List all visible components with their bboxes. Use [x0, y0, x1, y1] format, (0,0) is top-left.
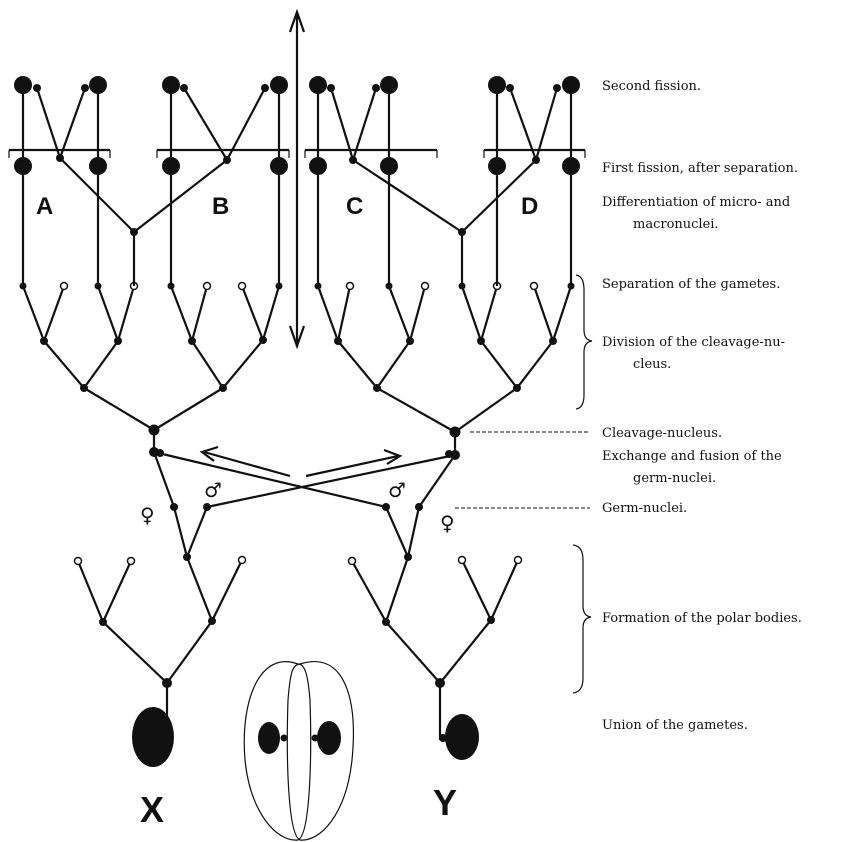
label-division-line2: cleus. [633, 357, 671, 372]
right-polar-tree [349, 503, 522, 740]
male-symbol-left: ♂ [204, 478, 222, 502]
label-cleavage-nucleus: Cleavage-nucleus. [602, 426, 722, 441]
label-polar-bodies: Formation of the polar bodies. [602, 611, 802, 626]
female-symbol-right: ♀ [440, 511, 455, 535]
label-differentiation-line2: macronuclei. [633, 217, 719, 232]
label-first-fission: First fission, after separation. [602, 161, 798, 176]
left-cleavage-tree [20, 158, 283, 452]
letter-y: Y [433, 782, 457, 823]
label-division-line1: Division of the cleavage-nu- [602, 335, 785, 350]
letter-b: B [212, 193, 229, 220]
conjugating-pair [244, 662, 353, 840]
gamete-y [439, 714, 479, 760]
label-second-fission: Second fission. [602, 79, 701, 94]
label-germ-nuclei: Germ-nuclei. [602, 501, 687, 516]
germ-nuclei-exchange [149, 447, 460, 507]
label-union: Union of the gametes. [602, 718, 748, 733]
central-double-arrow [290, 12, 304, 346]
gamete-x [132, 707, 174, 767]
brace-polar [573, 545, 591, 693]
letter-d: D [521, 193, 538, 220]
brace-division [576, 275, 592, 409]
letter-c: C [346, 193, 363, 220]
label-exchange-line1: Exchange and fusion of the [602, 449, 782, 464]
male-symbol-right: ♂ [388, 478, 406, 502]
letter-x: X [140, 789, 164, 830]
letter-a: A [36, 193, 53, 220]
label-exchange-line2: germ-nuclei. [633, 471, 716, 486]
label-separation: Separation of the gametes. [602, 277, 780, 292]
label-differentiation-line1: Differentiation of micro- and [602, 195, 790, 210]
left-polar-tree [75, 503, 246, 740]
female-symbol-left: ♀ [140, 503, 155, 527]
